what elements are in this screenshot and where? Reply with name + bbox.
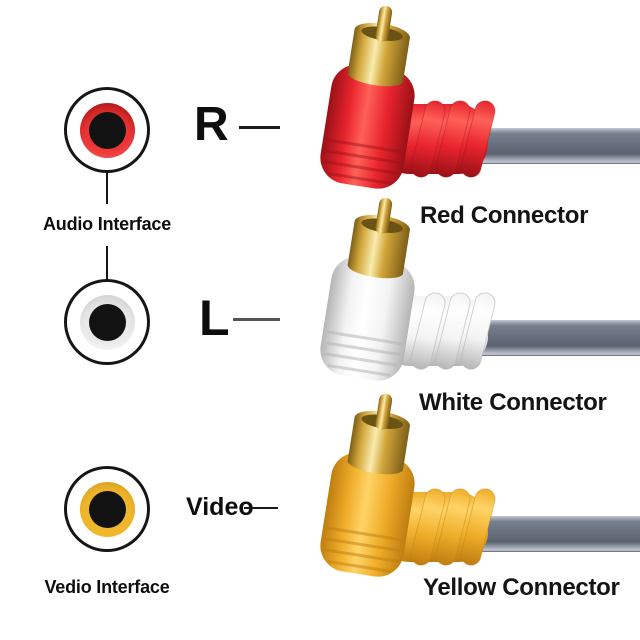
audio-interface-label: Audio Interface bbox=[42, 214, 172, 234]
red-jack-ring bbox=[79, 102, 135, 158]
connector-body-group bbox=[320, 197, 415, 381]
strain-relief-boot bbox=[380, 292, 496, 370]
connector-body bbox=[320, 64, 415, 189]
audio-right-jack-icon bbox=[64, 87, 150, 173]
white-jack-ring bbox=[79, 294, 135, 350]
channel-label-left: L bbox=[199, 290, 230, 346]
r-callout-line bbox=[239, 126, 280, 129]
connector-body-group bbox=[320, 393, 415, 577]
l-callout-line bbox=[233, 318, 280, 321]
yellow-connector-illustration bbox=[320, 393, 640, 577]
jack-hole bbox=[88, 303, 126, 341]
video-interface-label: Vedio Interface bbox=[44, 577, 170, 597]
video-jack-icon bbox=[64, 466, 150, 552]
connector-body bbox=[320, 256, 415, 381]
rca-pin bbox=[375, 5, 393, 42]
red-connector-illustration bbox=[320, 5, 640, 189]
connector-body bbox=[320, 452, 415, 577]
jack-hole bbox=[88, 111, 126, 149]
rca-pin bbox=[375, 197, 393, 234]
audio-connector-line-top bbox=[106, 172, 108, 204]
channel-label-video: Video bbox=[186, 493, 254, 521]
rca-pin bbox=[375, 393, 393, 430]
yellow-jack-ring bbox=[79, 481, 135, 537]
channel-label-right: R bbox=[194, 98, 229, 151]
audio-connector-line-bottom bbox=[106, 246, 108, 280]
white-connector-label: White Connector bbox=[419, 389, 607, 416]
rca-barrel bbox=[347, 22, 410, 87]
audio-left-jack-icon bbox=[64, 279, 150, 365]
red-connector-label: Red Connector bbox=[420, 202, 589, 229]
jack-hole bbox=[88, 490, 126, 528]
video-callout-line bbox=[244, 507, 278, 509]
connector-body-group bbox=[320, 5, 415, 189]
yellow-connector-label: Yellow Connector bbox=[423, 574, 620, 601]
white-connector-illustration bbox=[320, 197, 640, 381]
rca-barrel bbox=[347, 214, 410, 279]
